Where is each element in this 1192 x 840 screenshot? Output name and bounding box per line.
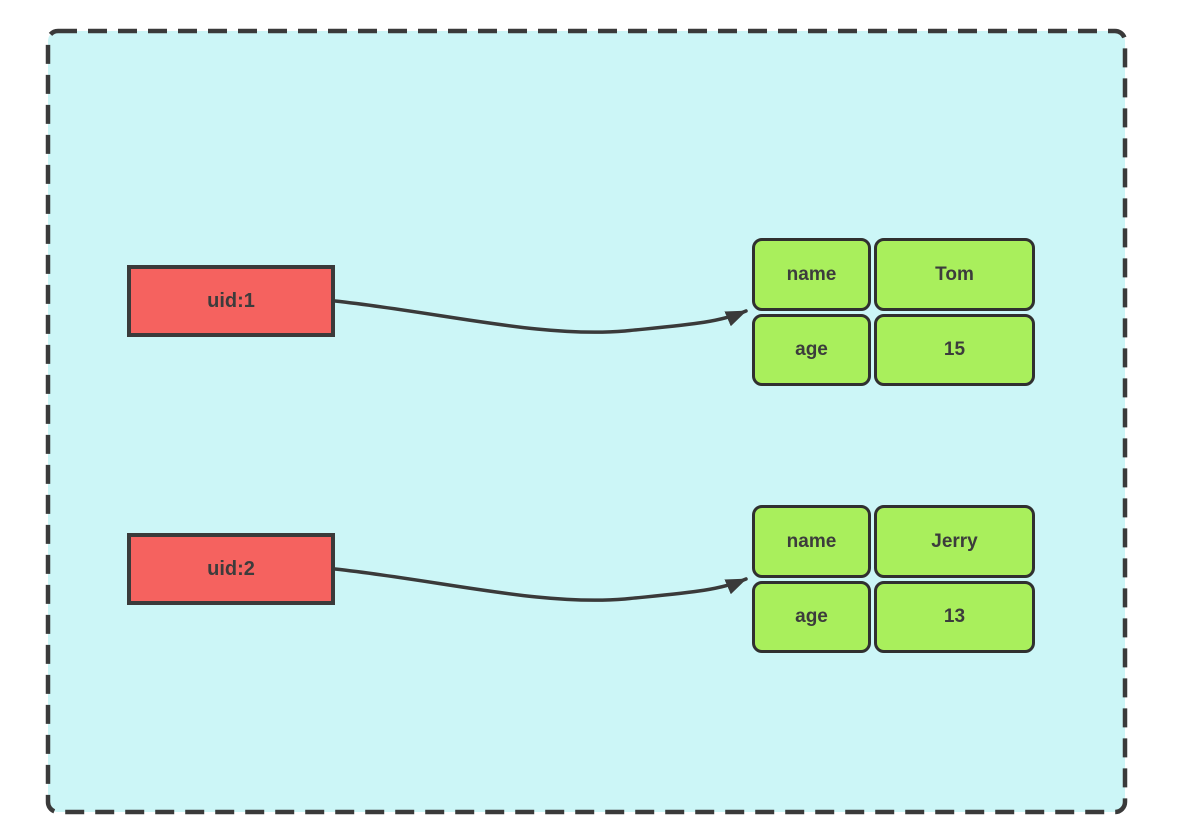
field-value-cell: 13 [874, 581, 1035, 653]
dashed-container [45, 28, 1128, 815]
field-label-cell: name [752, 505, 871, 578]
field-label-cell: age [752, 314, 871, 386]
field-value-cell: 15 [874, 314, 1035, 386]
key-box-uid1: uid:1 [127, 265, 335, 337]
arrow-uid2-to-hash2 [333, 567, 748, 602]
hash-table-1: name Tom age 15 [752, 238, 1035, 386]
field-label-cell: name [752, 238, 871, 311]
arrow-uid1-to-hash1 [333, 299, 748, 334]
key-label-uid1: uid:1 [207, 289, 255, 312]
field-value-cell: Tom [874, 238, 1035, 311]
key-label-uid2: uid:2 [207, 557, 255, 580]
field-value-cell: Jerry [874, 505, 1035, 578]
field-label-cell: age [752, 581, 871, 653]
key-box-uid2: uid:2 [127, 533, 335, 605]
hash-table-2: name Jerry age 13 [752, 505, 1035, 653]
